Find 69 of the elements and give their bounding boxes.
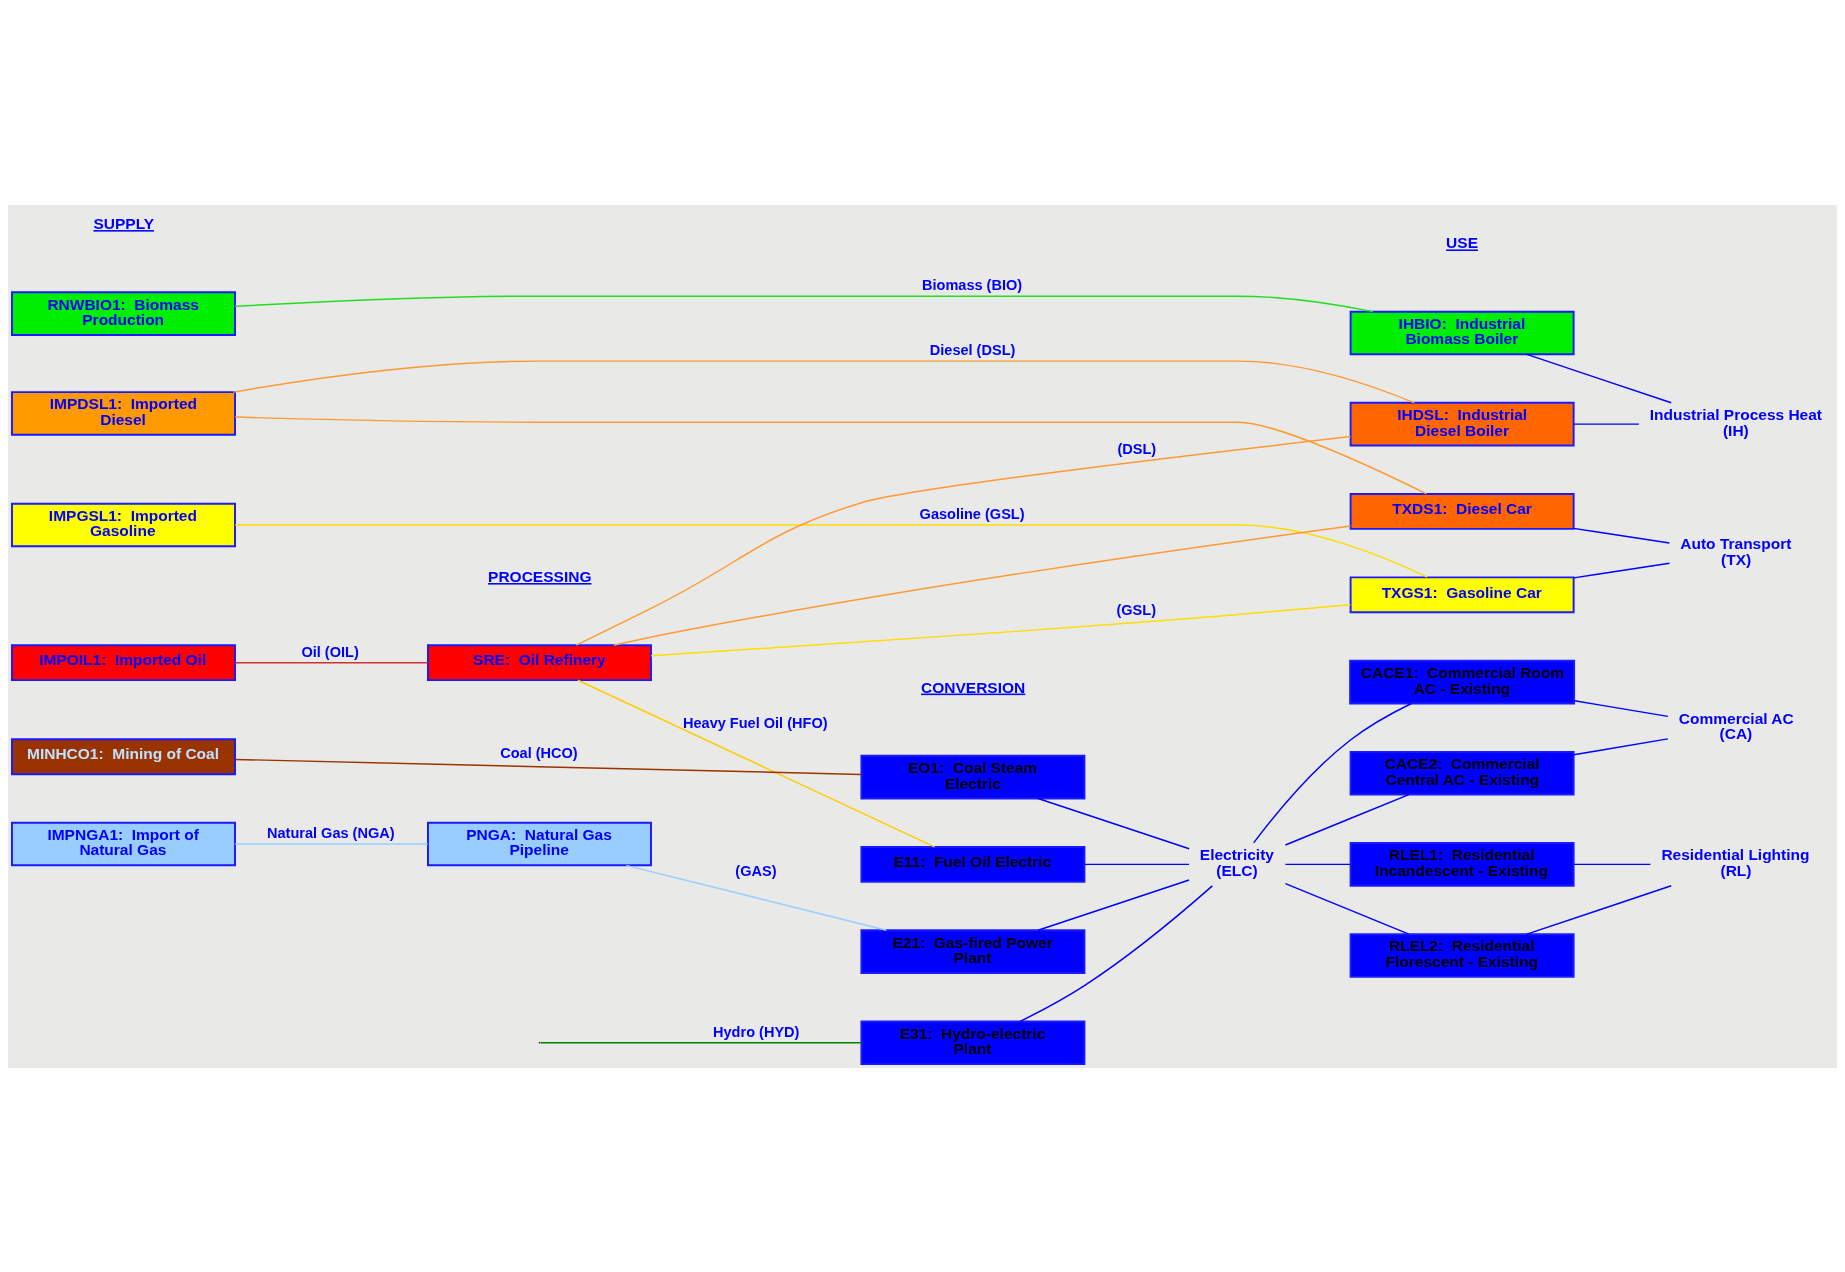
node-box: IHDSL: Industrial Diesel Boiler [1349,401,1575,446]
node-box: TXDS1: Diesel Car [1349,492,1575,530]
connector [1084,863,1190,865]
node-box: RNWBIO1: Biomass Production [11,290,236,336]
connector [577,679,936,848]
node-box: IHBIO: Industrial Biomass Boiler [1349,310,1575,355]
edge-label: Natural Gas (NGA) [267,824,395,841]
node-box: EO1: Coal Steam Electric [860,754,1086,799]
node-text: Residential Lighting (RL) [1661,845,1810,879]
connector [234,758,862,775]
label: USE [1446,233,1478,251]
connector [234,415,1428,494]
connector [1019,884,1214,1022]
node-box: RLEL1: Residential Incandescent - Existing [1349,841,1575,887]
node-box: PNGA: Natural Gas Pipeline [427,821,652,866]
connector [1284,793,1410,846]
node-box: IMPOIL1: Imported Oil [11,643,236,681]
edge-label: (GSL) [1116,601,1156,618]
connector [1573,863,1652,865]
label: CONVERSION [921,678,1026,696]
node-box: RLEL2: Residential Florescent - Existing [1349,932,1575,978]
node-box: CACE1: Commercial Room AC - Existing [1349,659,1576,704]
edge-label: Oil (OIL) [301,643,359,660]
edge-label: Coal (HCO) [500,744,578,761]
connector [234,661,429,663]
node-box: E11: Fuel Oil Electric [860,845,1086,883]
node-text: Auto Transport (TX) [1680,534,1792,568]
edge-label: Diesel (DSL) [929,341,1016,358]
node-text: Electricity (ELC) [1199,845,1274,879]
node-text: Industrial Process Heat (IH) [1649,405,1823,439]
connector [1037,878,1190,931]
connector [613,524,1352,646]
edge-label: Hydro (HYD) [713,1023,800,1040]
node-box: E31: Hydro-electric Plant [860,1020,1086,1065]
connector [1573,737,1669,755]
connector [1573,527,1671,544]
node-box: IMPDSL1: Imported Diesel [11,390,236,436]
edge-label: (GAS) [735,862,777,879]
edge-label: Gasoline (GSL) [919,505,1025,522]
connector [232,359,1416,404]
connector [539,1041,862,1043]
connector [1284,863,1352,865]
node-box: TXGS1: Gasoline Car [1349,575,1575,613]
edge-label: Biomass (BIO) [922,276,1023,293]
connector [625,864,888,931]
connector [650,603,1352,657]
connector [1573,699,1669,717]
edge-label: (DSL) [1117,440,1157,457]
connector [234,842,429,845]
label: SUPPLY [93,214,155,232]
edge-label: Heavy Fuel Oil (HFO) [682,714,828,731]
connector [1284,882,1410,935]
connector [1526,884,1672,935]
node-box: SRE: Oil Refinery [427,643,652,681]
connector [1573,422,1640,425]
node-box: IMPGSL1: Imported Gasoline [11,502,236,547]
connector [1037,797,1190,849]
node-box: MINHCO1: Mining of Coal [11,737,236,775]
node-box: CACE2: Commercial Central AC - Existing [1349,750,1575,796]
connector [1526,353,1672,403]
connector [234,523,1429,578]
node-text: Commercial AC (CA) [1678,709,1794,742]
connector [1252,702,1413,844]
node-box: IMPNGA1: Import of Natural Gas [11,821,236,866]
connector [1573,561,1671,579]
connector [234,294,1374,312]
node-box: E21: Gas-fired Power Plant [860,928,1086,974]
connector [575,435,1352,646]
label: PROCESSING [488,567,592,585]
